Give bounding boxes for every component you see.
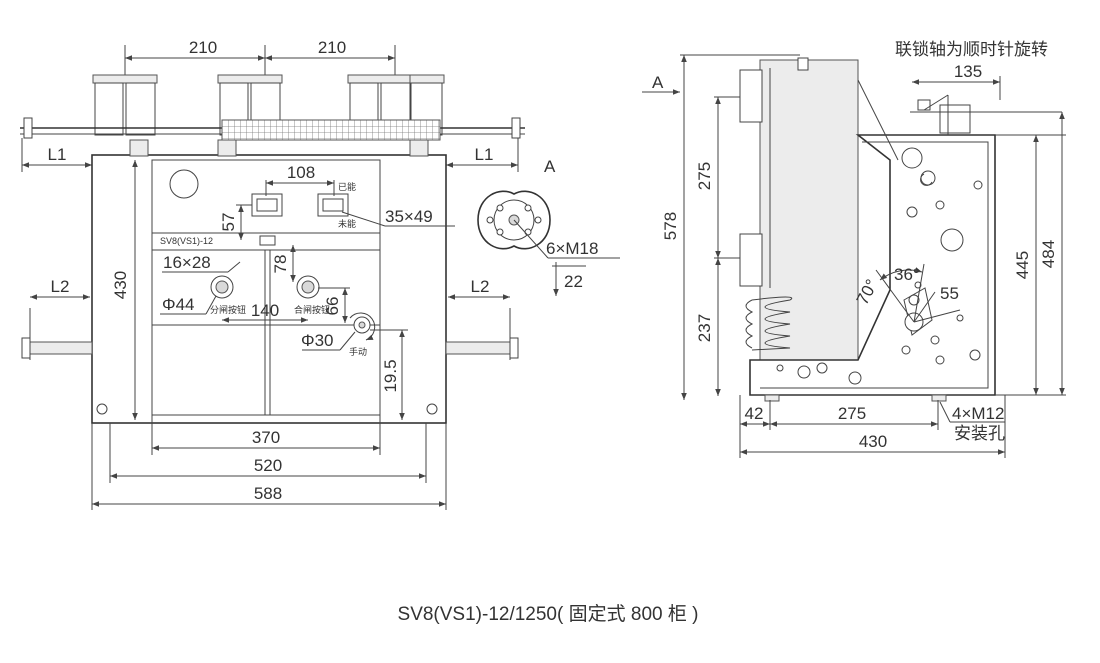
dim-484: 484	[1039, 240, 1058, 268]
dim-210-right: 210	[318, 38, 346, 57]
label-energy-stored: 已能	[338, 181, 356, 192]
dim-370: 370	[252, 428, 280, 447]
front-frame	[91, 154, 447, 424]
dim-578: 578	[661, 212, 680, 240]
dim-108: 108	[287, 163, 315, 182]
dim-6xM18: 6×M18	[546, 239, 598, 258]
dim-angle-36: 36°	[894, 265, 920, 284]
view-marker-a: A	[652, 73, 664, 92]
label-open-button: 分闸按钮	[210, 304, 246, 315]
dim-445: 445	[1013, 251, 1032, 279]
dim-140: 140	[251, 301, 279, 320]
label-mounting-holes: 安装孔	[954, 424, 1005, 443]
pole-column	[759, 59, 859, 361]
flange-outline	[477, 190, 551, 250]
dim-430-height: 430	[111, 271, 130, 299]
figure-caption: SV8(VS1)-12/1250( 固定式 800 柜 )	[398, 603, 699, 625]
dim-4xM12: 4×M12	[952, 404, 1004, 423]
insulator-cylinders	[92, 74, 445, 136]
dim-l1-right: L1	[475, 145, 494, 164]
dim-l2-left: L2	[51, 277, 70, 296]
dim-55: 55	[940, 284, 959, 303]
dim-19-5: 19.5	[381, 359, 400, 392]
label-close-button: 合闸按钮	[294, 304, 330, 315]
detail-a: A 6×M18 22	[477, 157, 620, 296]
dim-phi44: Φ44	[162, 295, 194, 314]
side-view: A 联锁轴为顺时针旋转 135 578 275 237	[642, 40, 1066, 458]
dim-275-vertical: 275	[695, 162, 714, 190]
detail-a-title: A	[544, 157, 556, 176]
dim-l1-group: L1 L1	[21, 138, 519, 172]
note-interlock-clockwise: 联锁轴为顺时针旋转	[895, 40, 1048, 59]
dim-57: 57	[219, 213, 238, 232]
dim-78: 78	[271, 255, 290, 274]
dim-22: 22	[564, 272, 583, 291]
dim-l2-right: L2	[471, 277, 490, 296]
dim-16x28: 16×28	[163, 253, 211, 272]
dim-520: 520	[254, 456, 282, 475]
dim-66: 66	[323, 297, 342, 316]
dim-42: 42	[745, 404, 764, 423]
dim-top-210-group: 210 210	[124, 38, 396, 75]
label-manual: 手动	[349, 346, 367, 357]
dim-275-horizontal: 275	[838, 404, 866, 423]
grid-band	[221, 119, 441, 141]
dim-237: 237	[695, 314, 714, 342]
mechanism-frame	[749, 134, 996, 396]
dim-210-left: 210	[189, 38, 217, 57]
bellows-insulator	[745, 296, 793, 351]
front-view: 210 210 L1 L1	[20, 38, 525, 510]
dim-l1-left: L1	[48, 145, 67, 164]
label-energy-not-stored: 未能	[338, 218, 356, 229]
dim-588: 588	[254, 484, 282, 503]
front-panel	[151, 159, 381, 416]
dim-430-width: 430	[859, 432, 887, 451]
label-model: SV8(VS1)-12	[160, 236, 213, 246]
dim-135: 135	[954, 62, 982, 81]
viewport-circle	[169, 169, 199, 199]
dim-phi30: Φ30	[301, 331, 333, 350]
interlock-lever	[875, 263, 961, 336]
dim-35x49: 35×49	[385, 207, 433, 226]
